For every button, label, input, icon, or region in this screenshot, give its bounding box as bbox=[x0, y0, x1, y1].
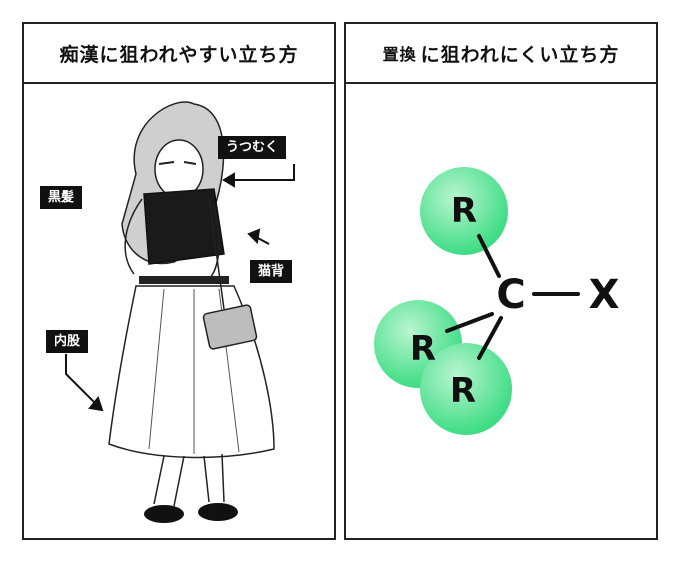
substituent-sphere-1 bbox=[420, 167, 508, 255]
left-panel: 痴漢に狙われやすい立ち方 bbox=[22, 22, 336, 540]
atom-r-3: R bbox=[450, 371, 476, 411]
atom-r-1: R bbox=[451, 191, 477, 231]
atom-r-2: R bbox=[410, 329, 436, 369]
label-uchimata: 内股 bbox=[46, 330, 89, 353]
right-panel-title: 置換 に狙われにくい立ち方 bbox=[346, 24, 656, 84]
left-panel-title: 痴漢に狙われやすい立ち方 bbox=[24, 24, 334, 84]
right-title-main: に狙われにくい立ち方 bbox=[420, 43, 620, 66]
label-nekoze: 猫背 bbox=[250, 260, 293, 283]
right-title-prefix: 置換 bbox=[382, 45, 417, 64]
woman-illustration bbox=[65, 101, 295, 523]
substituent-sphere-3 bbox=[420, 343, 512, 435]
label-kurokami: 黒髪 bbox=[40, 186, 83, 209]
molecule-diagram: R C X R R bbox=[374, 167, 620, 435]
atom-leaving-group: X bbox=[589, 272, 620, 318]
atom-center: C bbox=[496, 272, 525, 318]
right-panel: 置換 に狙われにくい立ち方 R C X R R bbox=[344, 22, 658, 540]
label-utsumuku: うつむく bbox=[218, 136, 287, 159]
